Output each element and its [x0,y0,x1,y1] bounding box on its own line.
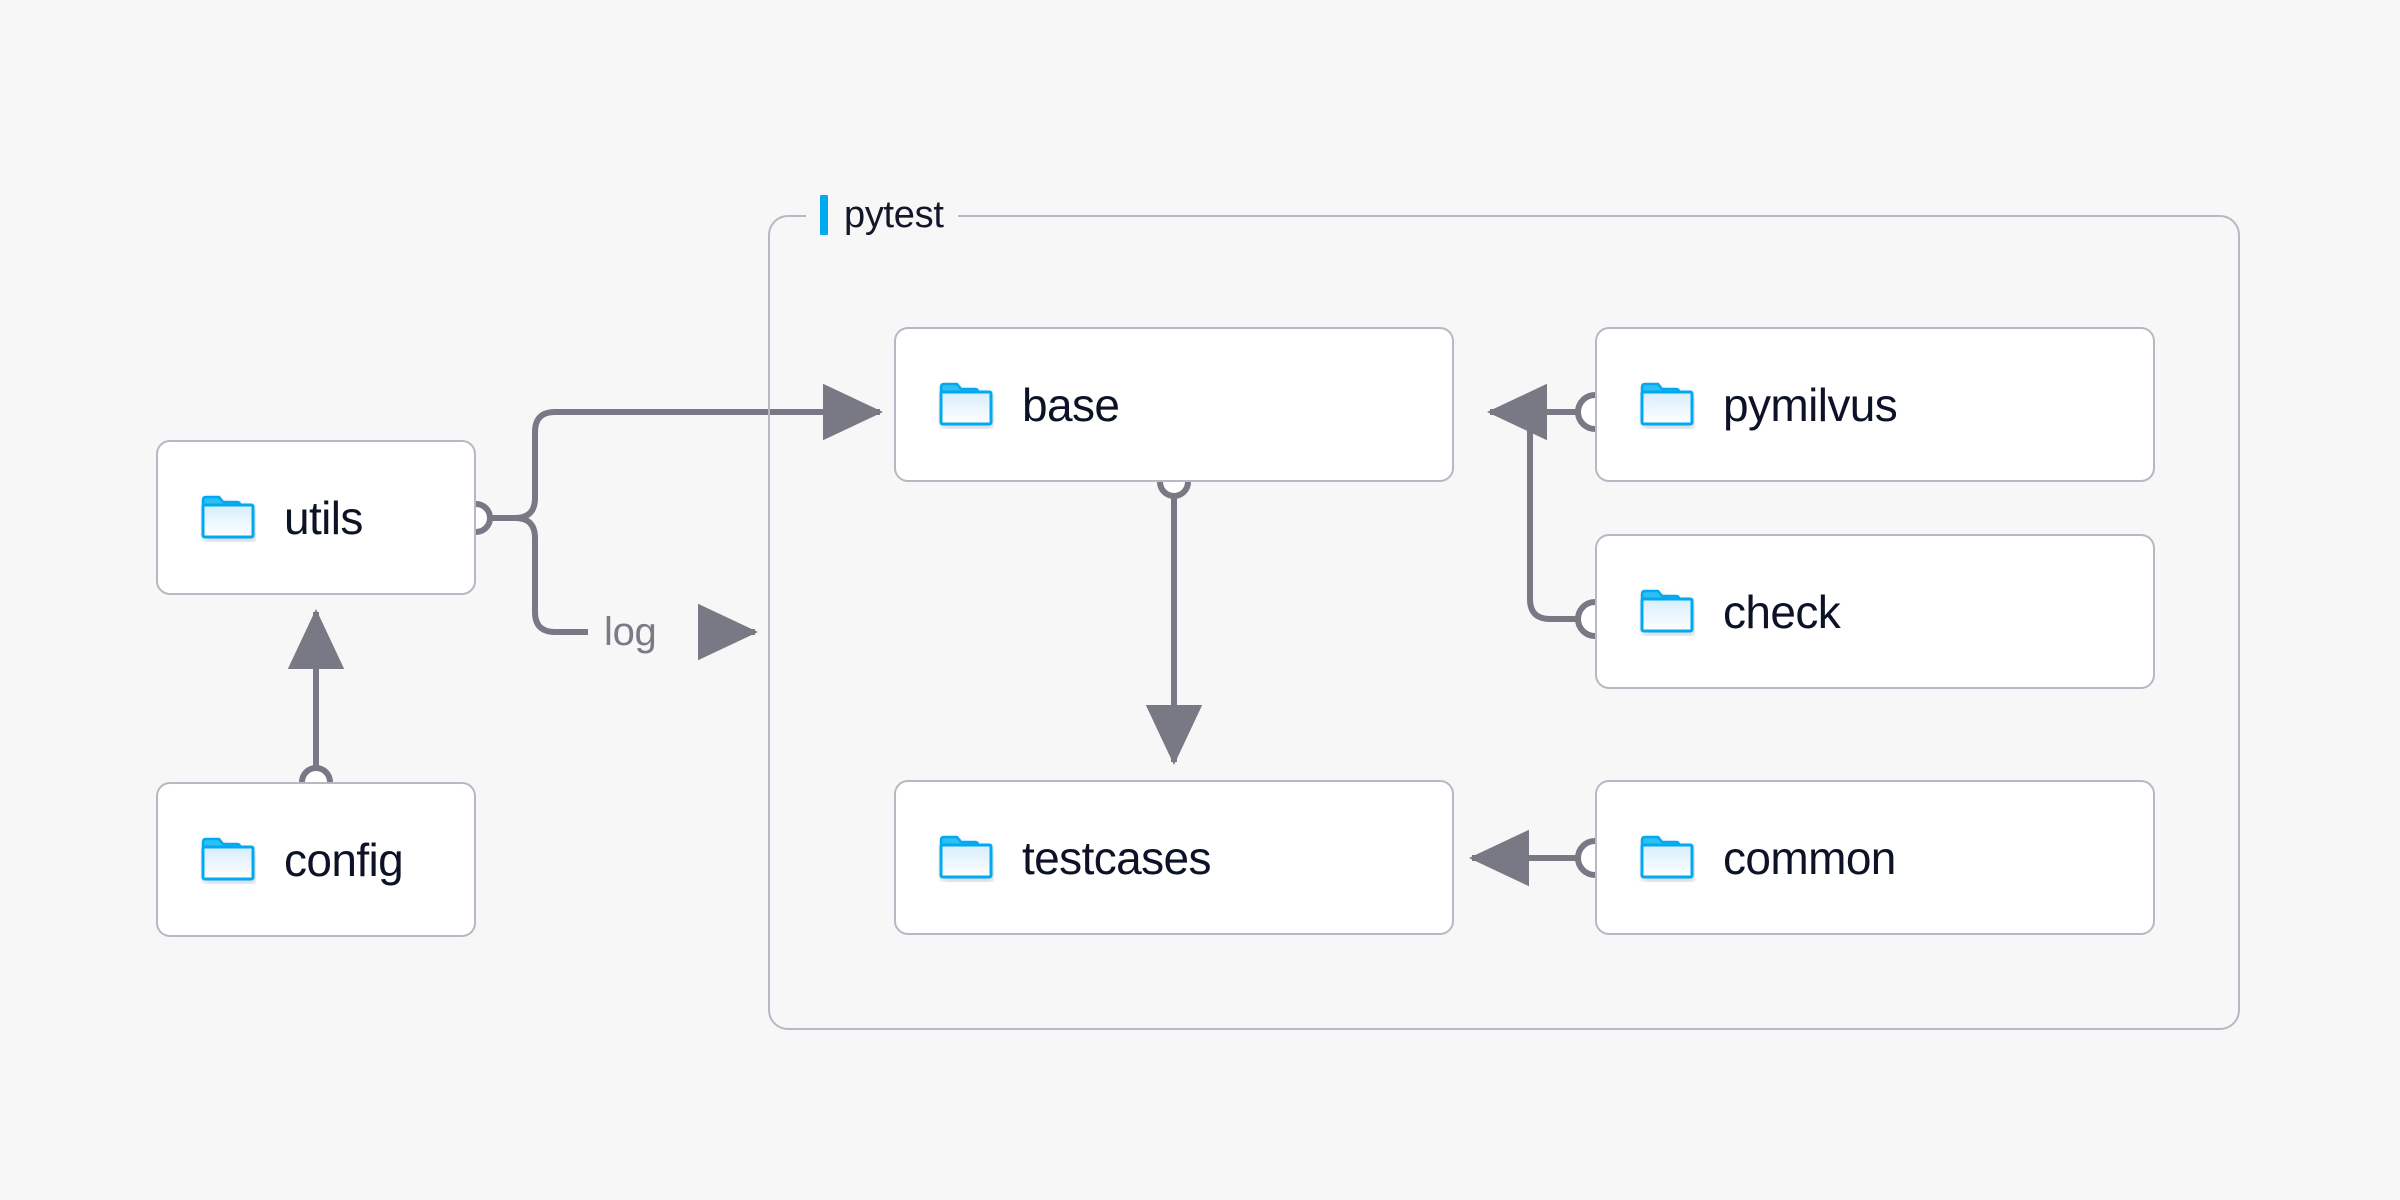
edge-label-log: log [604,610,657,654]
node-label-base: base [1022,378,1120,431]
node-label-check: check [1723,585,1841,638]
node-pymilvus[interactable]: pymilvus [1595,327,2155,482]
node-config[interactable]: config [156,782,476,937]
node-common[interactable]: common [1595,780,2155,935]
node-label-common: common [1723,831,1896,884]
group-label-text: pytest [844,194,944,236]
node-label-testcases: testcases [1022,831,1212,884]
group-accent-bar-icon [820,195,828,235]
node-testcases[interactable]: testcases [894,780,1454,935]
folder-icon [1640,589,1694,632]
node-label-config: config [284,833,404,886]
folder-icon [1640,382,1694,425]
node-utils[interactable]: utils [156,440,476,595]
node-label-pymilvus: pymilvus [1723,378,1898,431]
folder-icon [201,495,255,538]
node-check[interactable]: check [1595,534,2155,689]
folder-icon [201,837,255,880]
folder-icon [939,835,993,878]
group-container-pytest [768,215,2240,1030]
node-label-utils: utils [284,491,363,544]
folder-icon [1640,835,1694,878]
node-base[interactable]: base [894,327,1454,482]
group-label-pytest: pytest [806,188,958,242]
folder-icon [939,382,993,425]
